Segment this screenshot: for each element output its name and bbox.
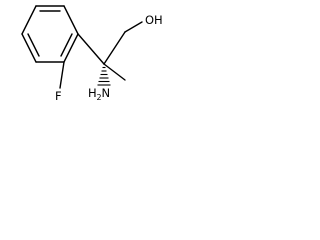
benzene-ring [21, 5, 79, 63]
amine-h-label: H [88, 86, 97, 100]
ring-double-bond-inner-2 [60, 33, 73, 57]
ring-bond-6 [21, 5, 37, 35]
ring-bond-5 [21, 33, 37, 63]
ring-double-bond-inner-3 [27, 33, 40, 57]
ring-bond-2 [63, 5, 79, 35]
ch2-to-oxygen-bond [124, 21, 143, 33]
ring-bond-3 [63, 33, 79, 63]
amine-n-label: N [102, 86, 111, 100]
fluorine-label: F [55, 89, 62, 103]
hashed-wedge-bond [97, 66, 111, 86]
carbon-fluorine-bond [59, 61, 65, 89]
amine-subscript-label: 2 [97, 93, 102, 102]
amine-label: H 2 N [88, 86, 110, 102]
stereocenter-to-ch2-bond [103, 31, 126, 65]
methyl-bond [103, 63, 126, 81]
ring-to-stereocenter-bond [77, 33, 105, 65]
chemical-structure: OH F H 2 N [21, 5, 163, 103]
hydroxyl-label: OH [145, 13, 163, 27]
